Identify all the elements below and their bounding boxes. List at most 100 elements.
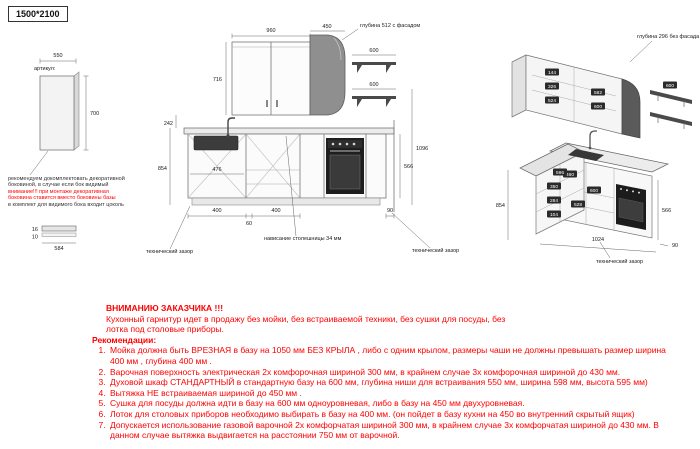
notice-title: ВНИМАНИЮ ЗАКАЗЧИКА !!! — [106, 303, 224, 313]
dim-interior-height: 600 — [594, 104, 602, 110]
decor-panel — [39, 75, 75, 151]
dim-bottom-left: 400 — [212, 208, 221, 214]
tech-gap-left-label: технический зазор — [146, 248, 193, 255]
dim-shelf-width-iso: 600 — [666, 83, 674, 89]
dim-shelf-c: 524 — [548, 98, 556, 104]
dim-badge — [547, 210, 561, 218]
wall-shelf-iso — [650, 112, 692, 126]
dim-shelf-b: 326 — [548, 84, 556, 90]
decor-panel-edge — [73, 71, 80, 151]
dim-badge — [545, 68, 559, 76]
shelf-bracket — [357, 65, 362, 73]
shelf-bracket — [386, 99, 391, 107]
faucet-base-iso — [588, 146, 592, 150]
countertop — [183, 127, 395, 135]
plinth-strip — [41, 225, 77, 232]
dim-right-gap-iso: 90 — [672, 243, 678, 249]
recommendation-item: Вытяжка НЕ встраиваемая шириной до 450 м… — [108, 388, 667, 399]
depth-note-front: глубина 512 с фасадом — [360, 23, 420, 29]
sheet-size-box: 1500*2100 — [8, 6, 68, 22]
dim-panel-height: 700 — [90, 111, 99, 117]
dim-corner-width: 528 — [574, 202, 582, 208]
technical-drawing: артикул: 550 700 16 10 584 — [29, 23, 700, 265]
dim-badge — [545, 82, 559, 90]
dim-badge — [553, 168, 567, 176]
sheet-size-label: 1500*2100 — [16, 9, 60, 19]
oven-control-panel — [328, 140, 362, 148]
dim-badge — [547, 196, 561, 204]
dim-corner-width: 450 — [322, 24, 331, 30]
dim-badge — [591, 88, 605, 96]
faucet-base — [226, 134, 230, 138]
recommendation-item: Варочная поверхность электрическая 2х ко… — [108, 367, 667, 378]
sink — [193, 135, 239, 151]
dim-shelf-width-top: 600 — [369, 48, 378, 54]
sink-iso — [568, 149, 604, 161]
recommendations-label: Рекомендации: — [92, 334, 157, 345]
faucet-iso — [589, 130, 597, 148]
dim-bottom-gap: 60 — [246, 221, 252, 227]
dim-shelf-width-bottom: 600 — [369, 82, 378, 88]
notice-intro-line1: Кухонный гарнитур идет в продажу без мой… — [106, 313, 506, 324]
oven-knob — [626, 189, 628, 192]
dim-sink-cab-width: 476 — [212, 167, 221, 173]
corner-curved-cabinet — [309, 34, 346, 116]
leader-line — [29, 150, 49, 176]
dim-wall-height: 716 — [213, 77, 222, 83]
dim-drawer-b: 284 — [550, 198, 558, 204]
dim-badge — [591, 102, 605, 110]
dim-base-width: 600 — [590, 188, 598, 194]
front-elevation-drawing: 960 450 716 глубина 512 с фасадом 600 60… — [146, 23, 459, 255]
dim-interior-b: 596 — [556, 170, 564, 176]
isometric-drawing: 144 326 524 582 600 глубина 296 без фаса… — [496, 34, 700, 265]
oven-knob — [632, 190, 634, 193]
depth-note-iso: глубина 296 без фасада — [637, 34, 700, 40]
side-panel-drawing: артикул: 550 700 16 10 584 — [29, 53, 99, 252]
plinth-strip-2 — [41, 232, 77, 237]
oven-knob — [352, 142, 356, 146]
dim-base-height: 854 — [158, 166, 167, 172]
cabinet-handle — [276, 100, 278, 107]
dim-badge — [663, 81, 677, 89]
oven-knob — [345, 142, 349, 146]
wall-shelf — [352, 96, 396, 99]
oven-knob — [638, 191, 640, 194]
side-panel-note: рекомендуем докомплектовать декоративной… — [8, 176, 134, 208]
dim-plinth-gap: 10 — [32, 235, 38, 241]
recommendation-item: Допускается использование газовой варочн… — [108, 420, 667, 441]
dim-right-height-iso: 566 — [662, 208, 671, 214]
customer-notice: ВНИМАНИЮ ЗАКАЗЧИКА !!! Кухонный гарнитур… — [92, 303, 667, 441]
oven-knob — [620, 188, 622, 190]
dim-right-height: 566 — [404, 164, 413, 170]
dim-drawer-c: 104 — [550, 212, 558, 218]
dim-left-tag: 460 — [566, 172, 574, 178]
artikul-label: артикул: — [34, 66, 56, 72]
recommendation-item: Духовой шкаф СТАНДАРТНЫЙ в стандартную б… — [108, 377, 667, 388]
shelf-bracket — [357, 99, 362, 107]
recommendation-item: Сушка для посуды должна идти в базу на 6… — [108, 398, 667, 409]
notice-intro-line2: лотка под столовые приборы. — [106, 324, 224, 335]
dim-drawer-a: 350 — [550, 184, 558, 190]
wall-shelf-iso — [650, 90, 692, 104]
side-note-red: внимание!!! при монтаже декоративная бок… — [8, 188, 116, 202]
oven-knob — [338, 142, 342, 146]
oven-window-iso — [618, 197, 644, 223]
tech-gap-iso-label: технический зазор — [596, 258, 643, 265]
cabinet-handle — [266, 100, 268, 107]
dim-badge — [547, 182, 561, 190]
dim-plinth-thickness: 16 — [32, 227, 38, 233]
dim-base-height-iso: 854 — [496, 203, 505, 209]
faucet — [227, 117, 235, 136]
dim-run-length: 1024 — [592, 237, 604, 243]
dim-plinth-length: 584 — [54, 246, 63, 252]
dim-wall-width: 960 — [266, 28, 275, 34]
dim-bottom-right: 400 — [271, 208, 280, 214]
side-note-black-2: в комплект для видимого бока входит цоко… — [8, 201, 124, 208]
oven-window — [329, 154, 361, 190]
tech-gap-right-label: технический зазор — [412, 247, 459, 254]
wall-shelf — [352, 62, 396, 65]
dim-right-gap: 90 — [387, 208, 393, 214]
dim-total-height: 1096 — [416, 146, 428, 152]
recommendation-item: Лоток для столовых приборов необходимо в… — [108, 409, 667, 420]
